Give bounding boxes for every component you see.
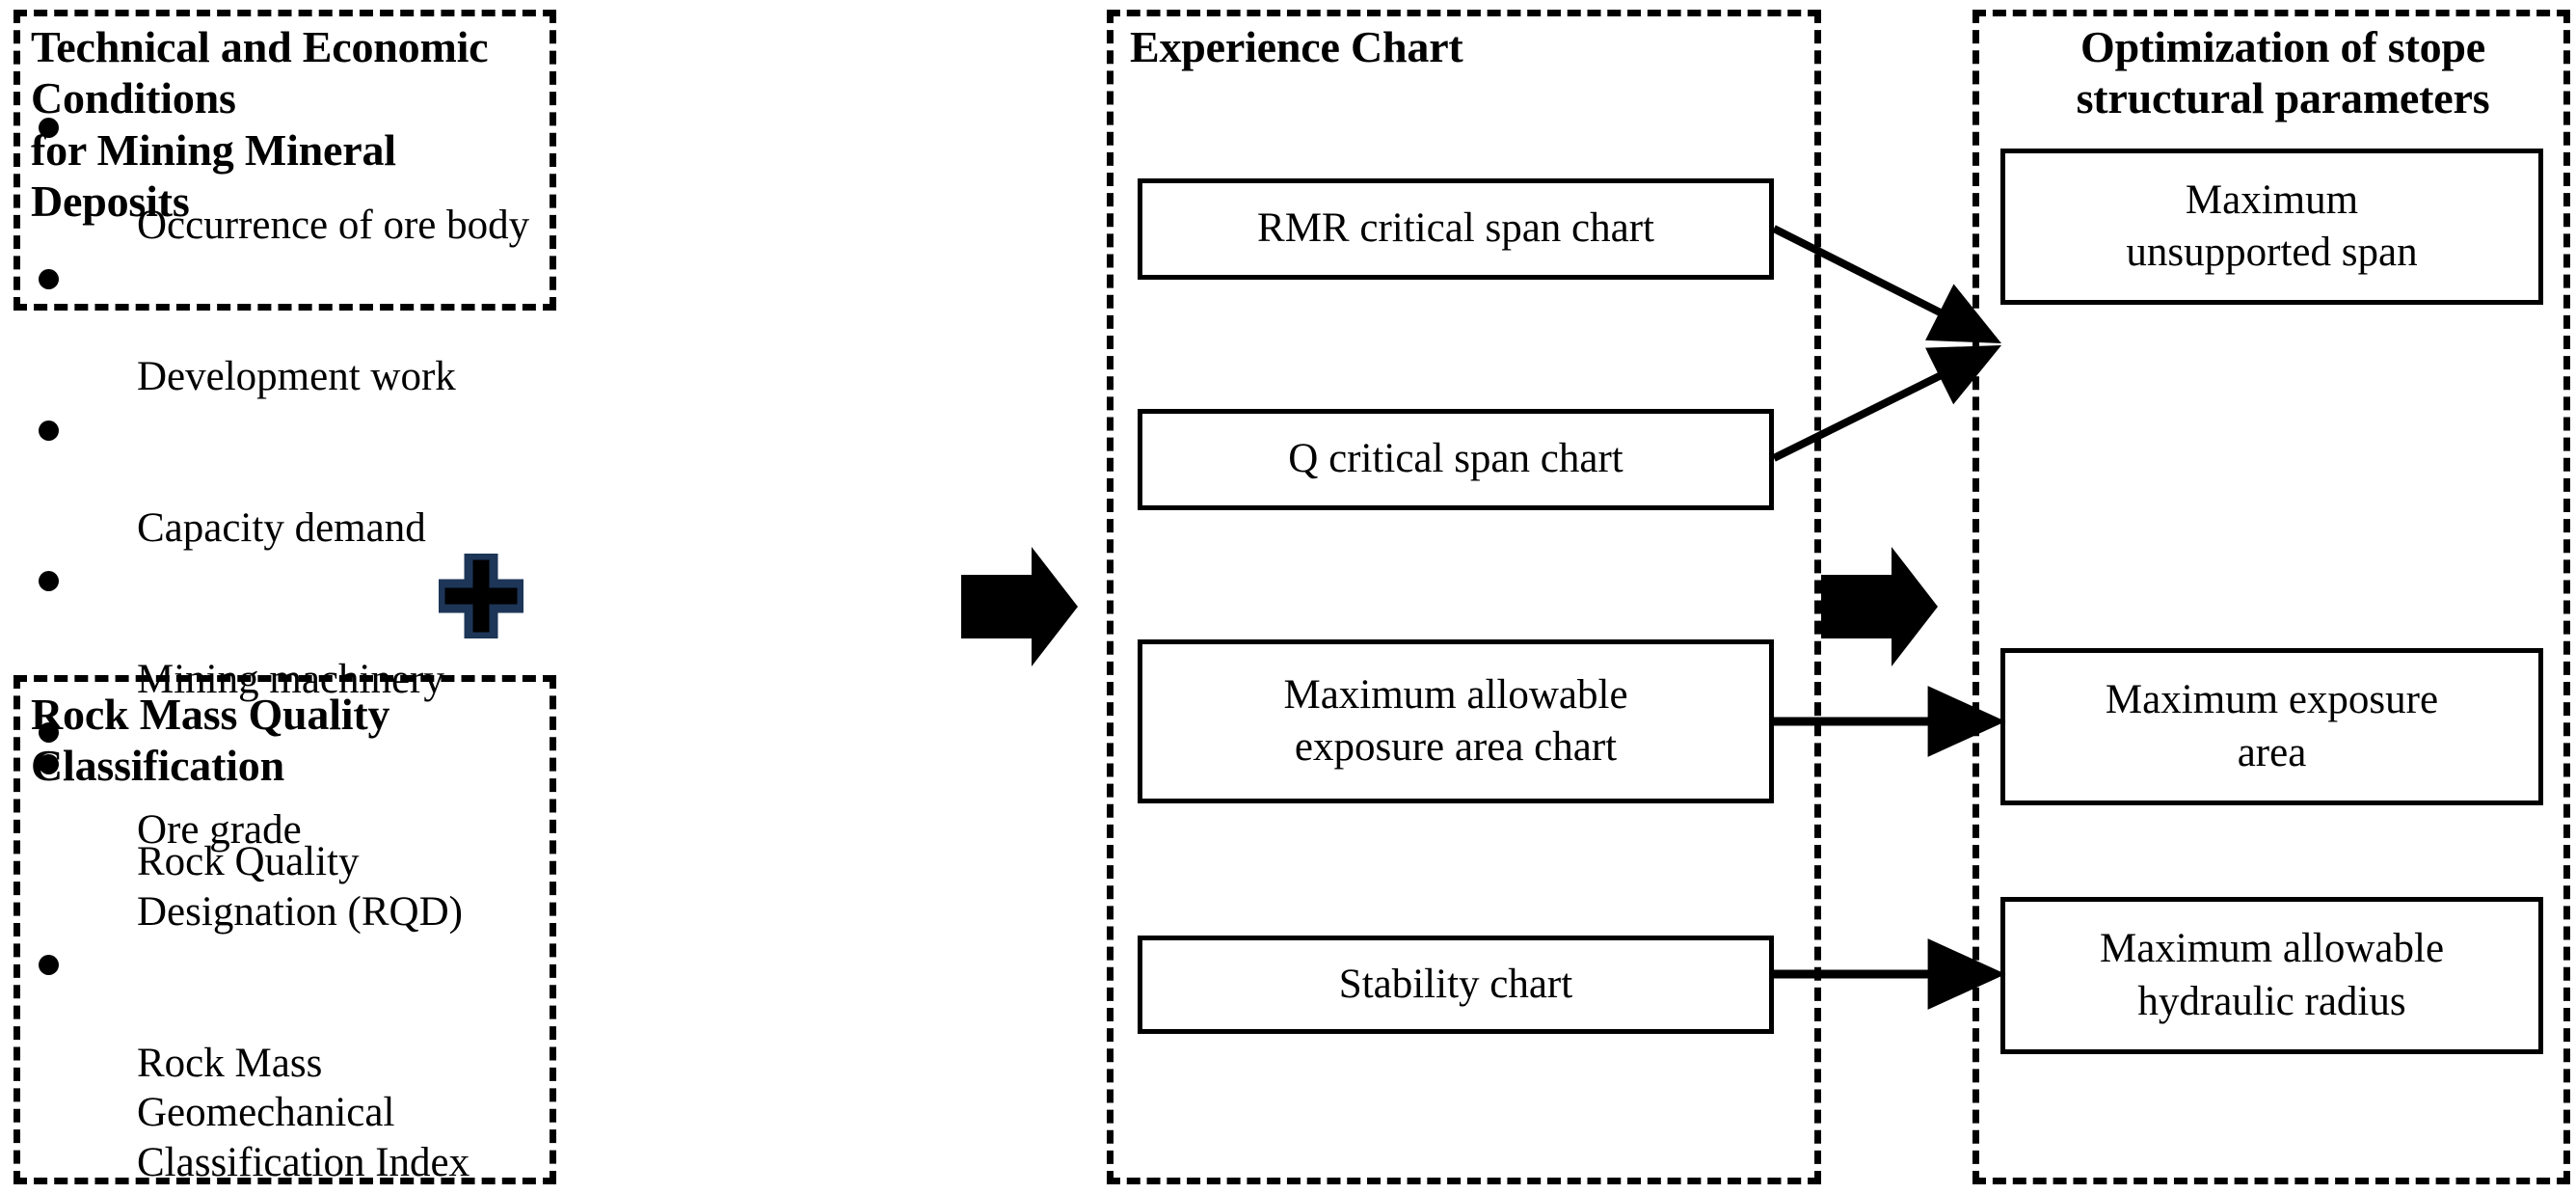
list-item: Ore grade <box>31 706 551 855</box>
list-item-label: Occurrence of ore body <box>137 203 530 249</box>
box-maximum-allowable-hydraulic-radius[interactable]: Maximum allowable hydraulic radius <box>2000 897 2543 1054</box>
panel-optimization-stope-parameters <box>1972 10 2570 1184</box>
block-arrow-charts-to-optimization <box>1821 547 1938 666</box>
panel-technical-economic-heading: Technical and Economic Conditions for Mi… <box>31 22 489 227</box>
list-item-label: Ore grade <box>137 807 302 854</box>
list-item: Rock Quality Designation (RQD) <box>31 738 556 936</box>
list-item-label: Rock Quality Designation (RQD) <box>137 839 463 935</box>
technical-economic-bullet-list: Occurrence of ore body Development work … <box>31 101 551 857</box>
bullet-dot-icon <box>39 722 59 744</box>
panel-experience-chart-heading: Experience Chart <box>1130 22 1463 71</box>
block-arrow-inputs-to-charts <box>961 547 1078 666</box>
box-rmr-critical-span-chart[interactable]: RMR critical span chart <box>1138 178 1774 280</box>
panel-rock-mass-quality-classification <box>13 675 556 1184</box>
bullet-dot-icon <box>39 754 59 774</box>
bullet-dot-icon <box>39 420 59 441</box>
box-stability-chart[interactable]: Stability chart <box>1138 936 1774 1034</box>
panel-experience-chart <box>1107 10 1821 1184</box>
list-item: Rock Mass Geomechanical Classification I… <box>31 938 556 1194</box>
bullet-dot-icon <box>39 268 59 289</box>
list-item-label: Development work <box>137 353 456 399</box>
panel-rock-mass-quality-heading: Rock Mass Quality Classification <box>31 690 390 791</box>
box-maximum-exposure-area[interactable]: Maximum exposure area <box>2000 648 2543 805</box>
panel-technical-economic-conditions <box>13 10 556 311</box>
box-q-critical-span-chart[interactable]: Q critical span chart <box>1138 409 1774 510</box>
rock-mass-quality-bullet-list: Rock Quality Designation (RQD) Rock Mass… <box>31 738 556 1194</box>
list-item-label: Capacity demand <box>137 504 426 551</box>
list-item: Occurrence of ore body <box>31 101 551 251</box>
box-maximum-unsupported-span[interactable]: Maximum unsupported span <box>2000 149 2543 305</box>
list-item: Development work <box>31 253 551 402</box>
bullet-dot-icon <box>39 571 59 592</box>
list-item-label: Rock Mass Geomechanical Classification I… <box>137 1040 470 1194</box>
bullet-dot-icon <box>39 955 59 976</box>
plus-sign-icon <box>436 551 526 641</box>
bullet-dot-icon <box>39 118 59 138</box>
list-item: Capacity demand <box>31 404 551 554</box>
panel-optimization-heading: Optimization of stope structural paramet… <box>2076 22 2490 123</box>
box-maximum-allowable-exposure-area-chart[interactable]: Maximum allowable exposure area chart <box>1138 639 1774 803</box>
